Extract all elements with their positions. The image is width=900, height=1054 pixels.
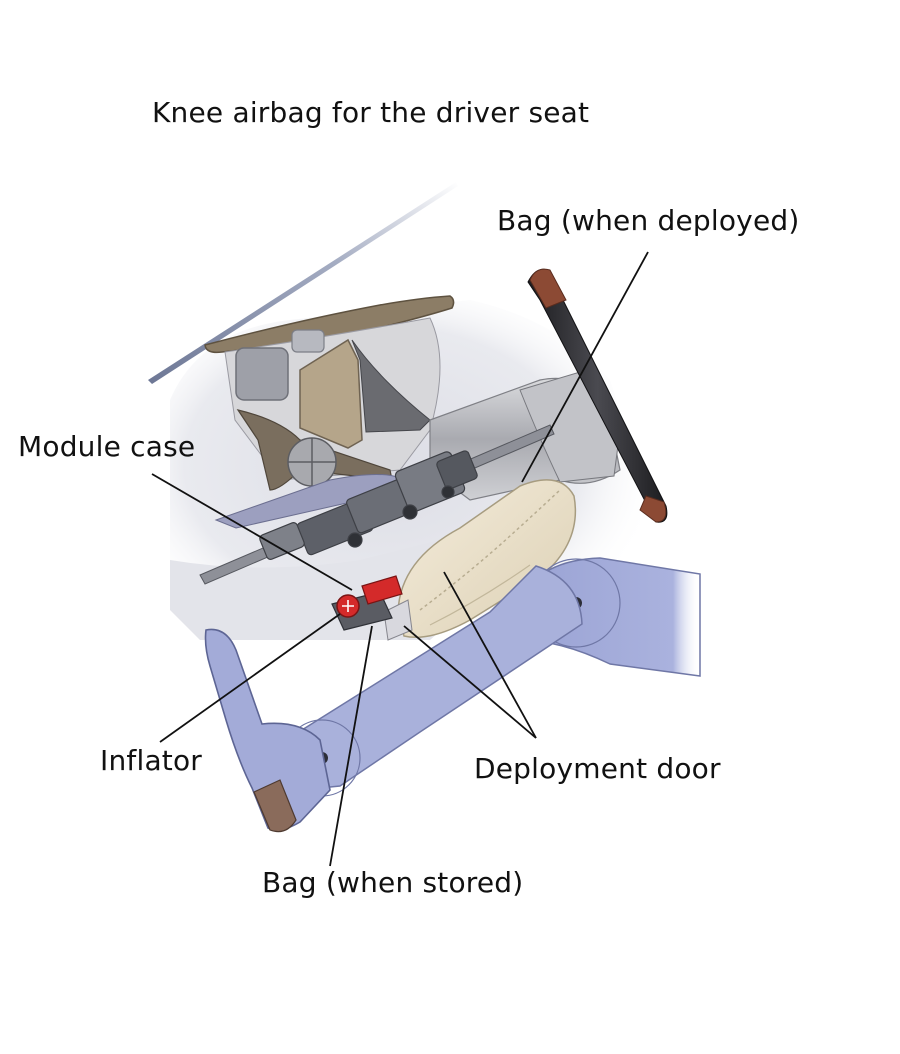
dash-vent-right: [291, 329, 325, 353]
label-bag-when-stored: Bag (when stored): [262, 866, 524, 899]
label-deployment-door: Deployment door: [474, 752, 721, 785]
inflator-assembly: [331, 575, 403, 631]
dark-bracket: [351, 339, 431, 433]
knee-bag-deployed: [397, 479, 577, 639]
leader-lines: [151, 251, 649, 867]
label-inflator: Inflator: [100, 744, 203, 777]
label-bag-when-deployed: Bag (when deployed): [497, 204, 800, 237]
module-case-red: [361, 575, 403, 605]
windshield: [148, 182, 458, 384]
tan-structure-panel: [299, 338, 363, 449]
deployment-door-flap: [383, 599, 413, 641]
steering-wheel-bottom: [639, 495, 667, 523]
column-machinery: [259, 450, 478, 560]
label-module-case: Module case: [18, 430, 196, 463]
steering-wheel-top: [529, 268, 567, 309]
shoe-heel: [253, 779, 297, 833]
diagram-title: Knee airbag for the driver seat: [152, 96, 590, 129]
dash-vent-left: [235, 347, 289, 401]
